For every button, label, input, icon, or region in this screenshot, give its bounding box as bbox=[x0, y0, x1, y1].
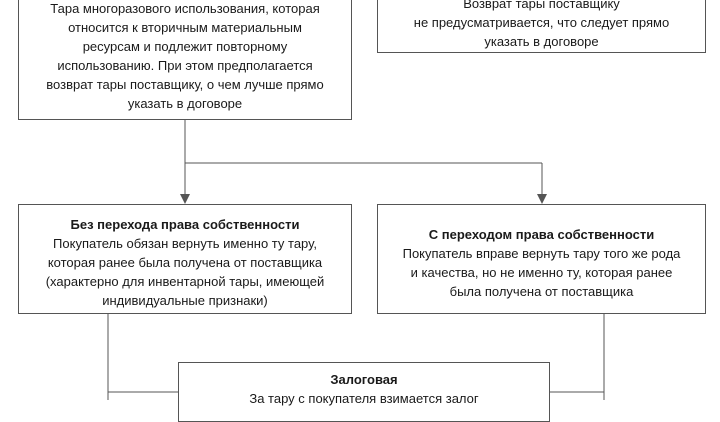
connectors bbox=[107, 120, 605, 400]
box-text-line: За тару с покупателя взимается залог bbox=[249, 391, 479, 406]
box-text-line: Покупатель обязан вернуть именно ту тару… bbox=[53, 236, 317, 251]
box-text-line: Возврат тары поставщику bbox=[463, 0, 620, 11]
box-text-line: ресурсам и подлежит повторному bbox=[82, 39, 288, 54]
box-title: Без перехода права собственности bbox=[70, 217, 300, 232]
box-text-line: которая ранее была получена от поставщик… bbox=[47, 255, 323, 270]
box-text-line: Покупатель вправе вернуть тару того же р… bbox=[402, 246, 681, 261]
box-text-line: не предусматривается, что следует прямо bbox=[413, 15, 670, 30]
box-text-line: относится к вторичным материальным bbox=[68, 20, 302, 35]
box-text-line: была получена от поставщика bbox=[449, 284, 634, 299]
box-text-line: индивидуальные признаки) bbox=[102, 293, 268, 308]
box-title: Залоговая bbox=[330, 372, 398, 387]
box-deposit: Залоговая За тару с покупателя взимается… bbox=[178, 362, 550, 422]
box-text-line: возврат тары поставщику, о чем лучше пря… bbox=[46, 77, 324, 92]
box-without-ownership-transfer: Без перехода права собственности Покупат… bbox=[18, 204, 352, 314]
box-text-line: и качества, но не именно ту, которая ран… bbox=[410, 265, 673, 280]
box-no-return: Возврат тары поставщику не предусматрива… bbox=[377, 0, 706, 53]
box-reusable-packaging: Тара многоразового использования, котора… bbox=[18, 0, 352, 120]
box-text-line: указать в договоре bbox=[484, 34, 599, 49]
box-text-line: Тара многоразового использования, котора… bbox=[50, 1, 320, 16]
box-title: С переходом права собственности bbox=[428, 227, 655, 242]
box-text-line: (характерно для инвентарной тары, имеюще… bbox=[45, 274, 325, 289]
box-with-ownership-transfer: С переходом права собственности Покупате… bbox=[377, 204, 706, 314]
box-text-line: использованию. При этом предполагается bbox=[57, 58, 313, 73]
box-text-line: указать в договоре bbox=[127, 96, 243, 111]
